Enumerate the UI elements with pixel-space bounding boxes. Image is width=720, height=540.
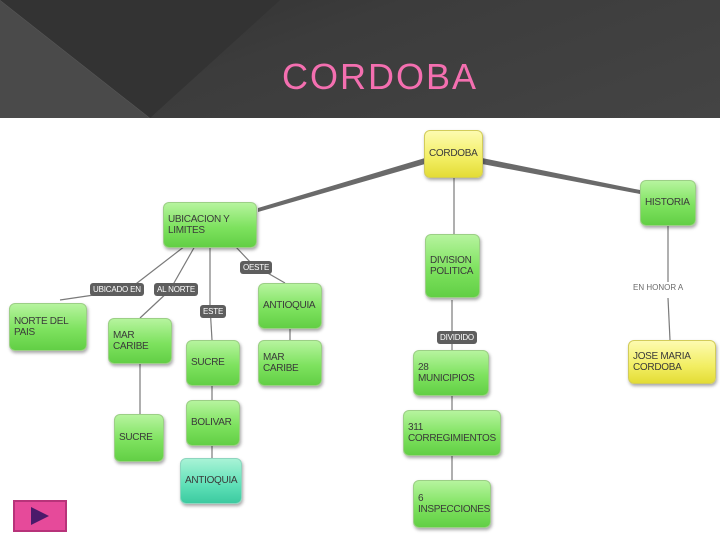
node-jose-maria-cordoba: JOSE MARIA CORDOBA — [628, 340, 716, 384]
node-bolivar: BOLIVAR — [186, 400, 240, 446]
link-label-dividido: DIVIDIDO — [437, 331, 477, 344]
link-label-este: ESTE — [200, 305, 227, 318]
play-triangle-icon — [31, 507, 49, 525]
node-mar-caribe-1: MAR CARIBE — [108, 318, 172, 364]
header-decoration — [0, 0, 280, 118]
link-label-oeste: OESTE — [240, 261, 273, 274]
node-sucre-2: SUCRE — [114, 414, 164, 462]
node-sucre-1: SUCRE — [186, 340, 240, 386]
node-norte-del-pais: NORTE DEL PAIS — [9, 303, 87, 351]
next-slide-button[interactable] — [13, 500, 67, 532]
node-311-corregimientos: 311 CORREGIMIENTOS — [403, 410, 501, 456]
node-division-politica: DIVISION POLITICA — [425, 234, 480, 298]
slide-header: CORDOBA — [0, 0, 720, 118]
node-antioquia-1: ANTIOQUIA — [258, 283, 322, 329]
node-antioquia-2: ANTIOQUIA — [180, 458, 242, 504]
link-label-en-honor-a: EN HONOR A — [633, 283, 684, 292]
node-cordoba: CORDOBA — [424, 130, 483, 178]
link-label-al-norte: AL NORTE — [154, 283, 198, 296]
link-label-ubicado-en: UBICADO EN — [90, 283, 144, 296]
node-historia: HISTORIA — [640, 180, 696, 226]
node-mar-caribe-2: MAR CARIBE — [258, 340, 322, 386]
slide-title: CORDOBA — [281, 56, 479, 97]
node-6-inspecciones: 6 INSPECCIONES — [413, 480, 491, 528]
node-ubicacion-limites: UBICACION Y LIMITES — [163, 202, 257, 248]
node-28-municipios: 28 MUNICIPIOS — [413, 350, 489, 396]
